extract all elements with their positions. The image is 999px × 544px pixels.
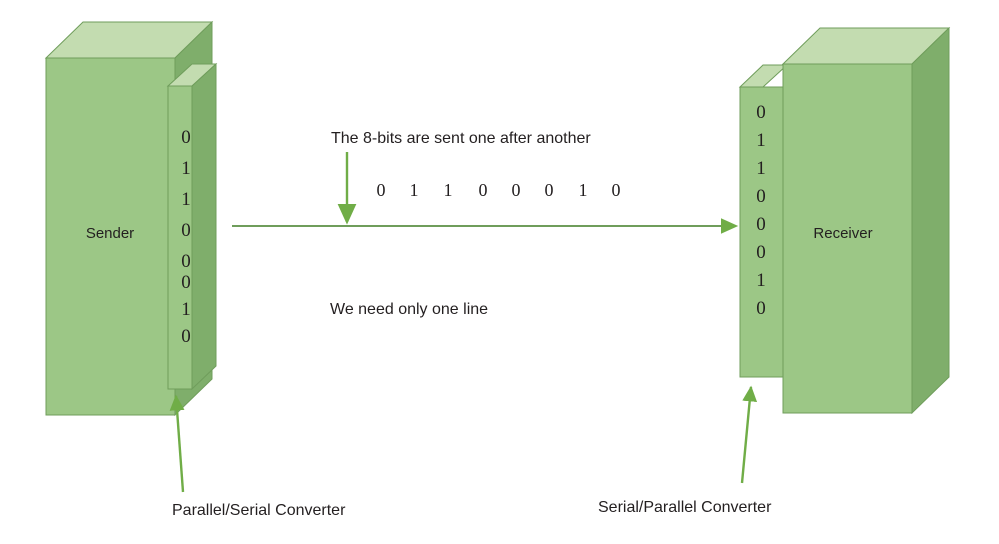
- serial-parallel-converter-caption: Serial/Parallel Converter: [598, 499, 772, 516]
- sender-register-side-face: [191, 62, 217, 391]
- bitstream-bit: 0: [512, 180, 521, 200]
- receiver-bit: 0: [756, 214, 766, 235]
- receiver-label: Receiver: [813, 225, 872, 242]
- receiver-register-box: 0 1 1 0 0 0 1 0: [738, 64, 789, 378]
- sender-bit: 0: [181, 251, 191, 272]
- bitstream-bit: 1: [410, 180, 419, 200]
- bitstream-bit: 0: [612, 180, 621, 200]
- receiver-bit: 1: [756, 270, 766, 291]
- sender-bit: 1: [181, 189, 191, 210]
- sender-bit: 0: [181, 326, 191, 347]
- sender-bit: 1: [181, 299, 191, 320]
- bitstream-bit: 0: [545, 180, 554, 200]
- receiver-bit: 0: [756, 186, 766, 207]
- channel-bitstream: 0 1 1 0 0 0 1 0: [377, 180, 621, 200]
- channel-bottom-note: We need only one line: [330, 301, 488, 318]
- receiver-box: Receiver: [781, 26, 951, 415]
- receiver-bit: 0: [756, 242, 766, 263]
- receiver-bit: 1: [756, 158, 766, 179]
- receiver-box-front-face: [782, 63, 913, 414]
- sender-bit: 1: [181, 158, 191, 179]
- sender-bit: 0: [181, 220, 191, 241]
- receiver-register-top-face: [738, 64, 789, 88]
- serial-parallel-converter-arrow: [740, 385, 758, 484]
- parallel-serial-converter-caption: Parallel/Serial Converter: [172, 502, 346, 519]
- receiver-register-front-face: [739, 86, 785, 378]
- bitstream-bit: 1: [579, 180, 588, 200]
- sender-bit: 0: [181, 127, 191, 148]
- sender-box-front-face: [45, 57, 176, 416]
- receiver-box-side-face: [911, 26, 950, 415]
- sender-register-front-face: [167, 85, 193, 390]
- sender-register-bits: 0 1 1 0 0 0 1 0: [181, 127, 191, 347]
- receiver-bit: 1: [756, 130, 766, 151]
- parallel-serial-converter-arrow: [169, 394, 185, 493]
- receiver-register-bits: 0 1 1 0 0 0 1 0: [756, 102, 766, 319]
- sender-register-box: 0 1 1 0 0 0 1 0: [166, 62, 218, 391]
- receiver-bit: 0: [756, 102, 766, 123]
- bitstream-bit: 1: [444, 180, 453, 200]
- receiver-bit: 0: [756, 298, 766, 319]
- bitstream-bit: 0: [377, 180, 386, 200]
- channel-top-note: The 8-bits are sent one after another: [331, 130, 591, 147]
- bitstream-bit: 0: [479, 180, 488, 200]
- sender-bit: 0: [181, 272, 191, 293]
- sender-label: Sender: [86, 225, 134, 242]
